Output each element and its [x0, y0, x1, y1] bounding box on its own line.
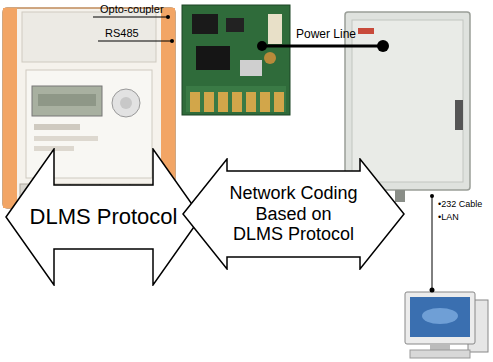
plc-modem-board — [182, 5, 290, 115]
wires — [93, 15, 435, 293]
annotation-label: •232 Cable — [438, 200, 482, 210]
double-arrow: Network Coding Based on DLMS Protocol — [182, 158, 405, 270]
annotation-label: Power Line — [296, 28, 356, 41]
double-arrow: DLMS Protocol — [5, 148, 202, 286]
annotation-label: •LAN — [438, 213, 459, 223]
energy-meter — [3, 8, 175, 208]
annotation-label: RS485 — [105, 27, 139, 39]
annotation-label: Opto-coupler — [100, 3, 164, 15]
arrow-label: DLMS Protocol — [29, 204, 179, 229]
arrow-label: Network Coding Based on DLMS Protocol — [229, 183, 359, 245]
computer — [405, 292, 488, 358]
arrow-outline — [6, 149, 201, 285]
arrow-outline — [183, 159, 404, 269]
